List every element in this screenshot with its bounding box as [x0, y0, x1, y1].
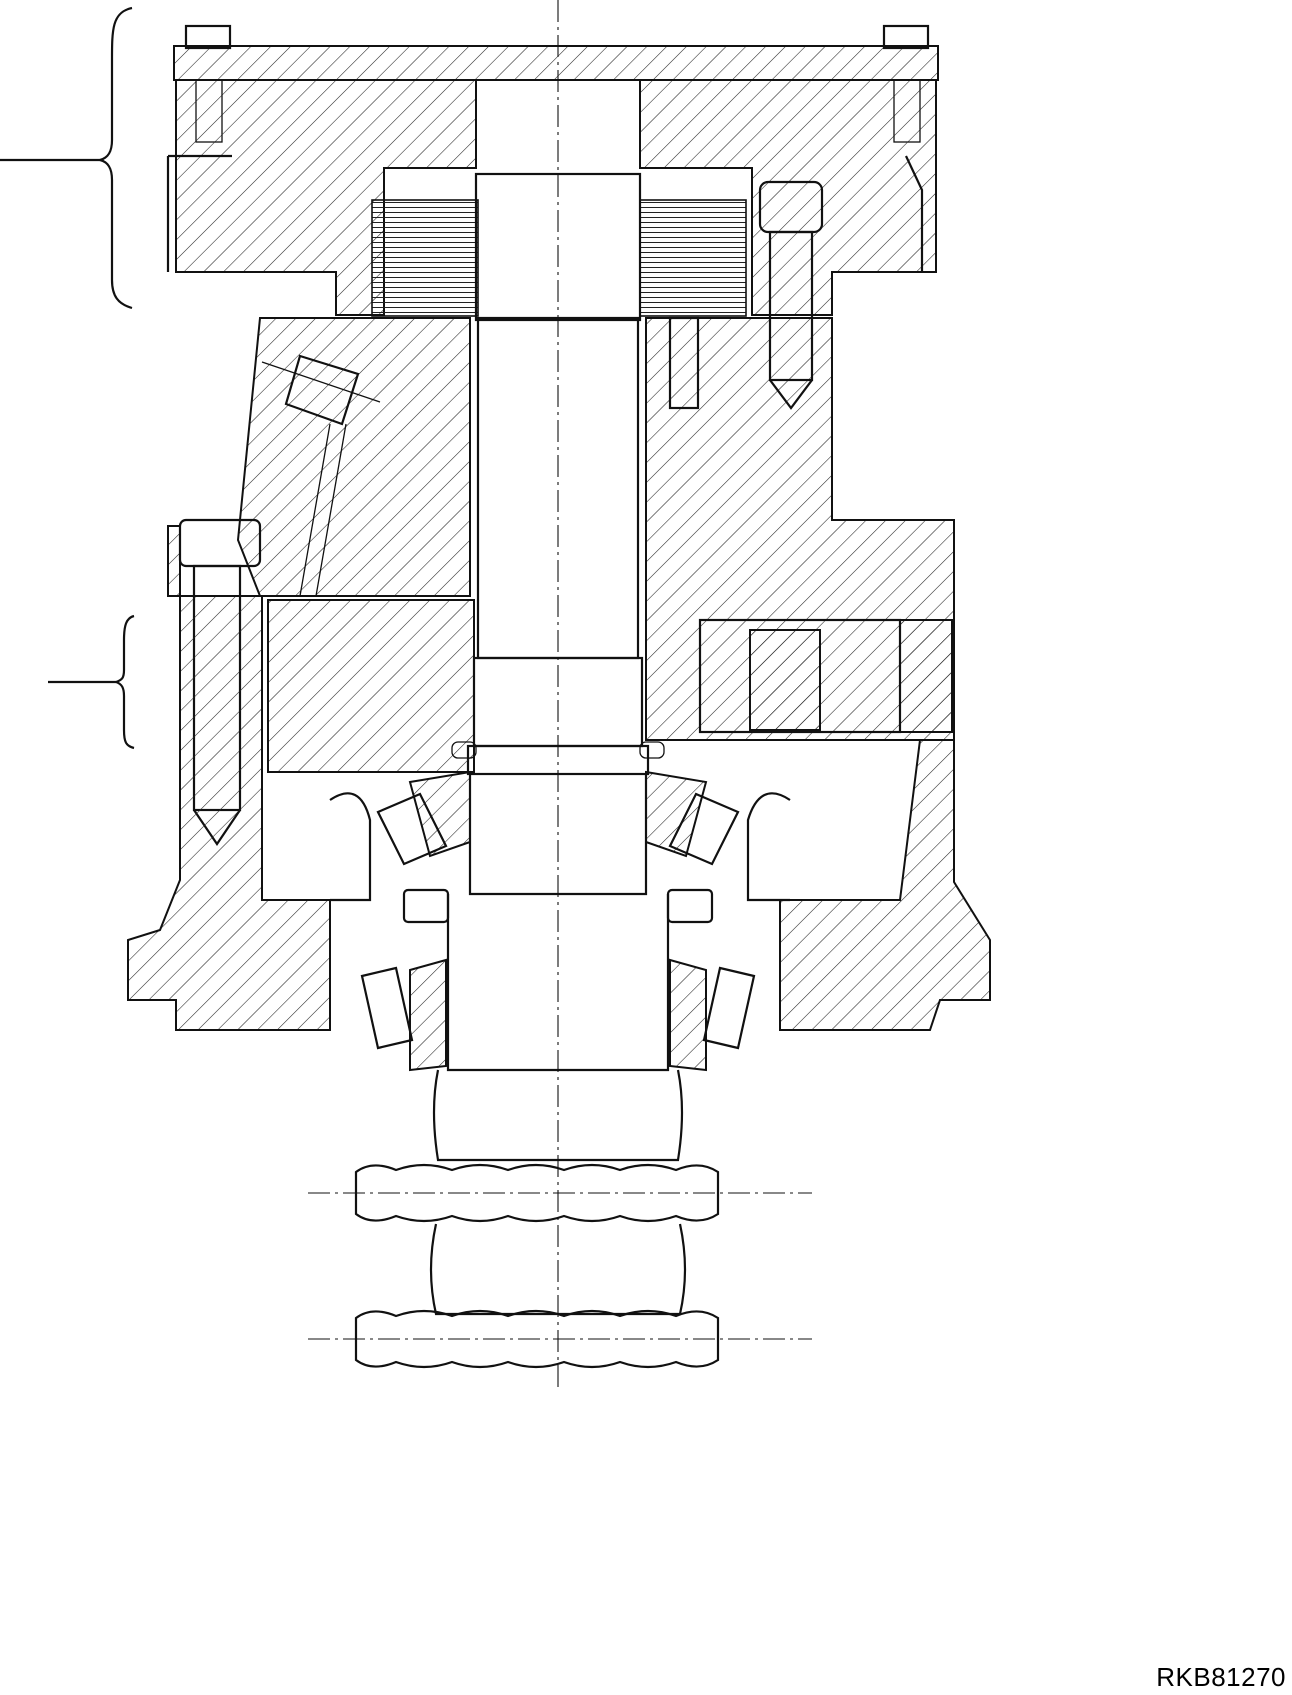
upper-pinion: [308, 1163, 812, 1223]
lower-bearing-left: [360, 958, 447, 1072]
motor-body: [236, 317, 955, 773]
lower-housing: [127, 525, 991, 1031]
lower-bearing-right: [669, 958, 756, 1072]
upper-bearing-right: [645, 770, 740, 866]
upper-assembly-bracket: [0, 6, 133, 310]
angled-valve: [261, 354, 381, 597]
middle-assembly-bracket: [48, 614, 135, 750]
upper-housing: [166, 79, 937, 316]
seals: [402, 741, 714, 924]
brake-disc-packs: [371, 172, 747, 322]
lower-pinion: [308, 1309, 812, 1369]
upper-bearing-left: [376, 770, 471, 866]
figure-code-label: RKB81270: [1156, 1662, 1286, 1692]
